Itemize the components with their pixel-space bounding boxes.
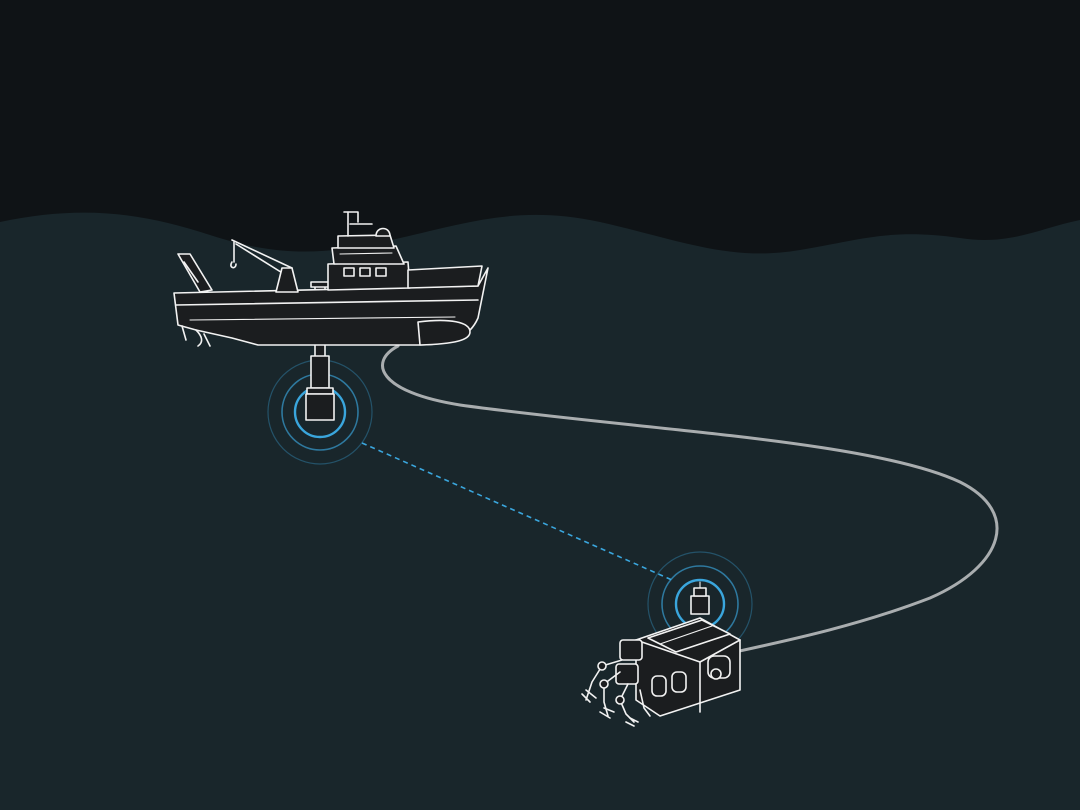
rov-manipulator-arms [581, 659, 651, 727]
remotely-operated-vehicle-icon [615, 581, 741, 717]
support-ship-icon [173, 211, 489, 359]
acoustic-link-line [361, 442, 673, 581]
sea-water [0, 212, 1080, 810]
hull-mounted-transponder-icon [305, 355, 335, 421]
umbilical-tether [381, 344, 999, 654]
